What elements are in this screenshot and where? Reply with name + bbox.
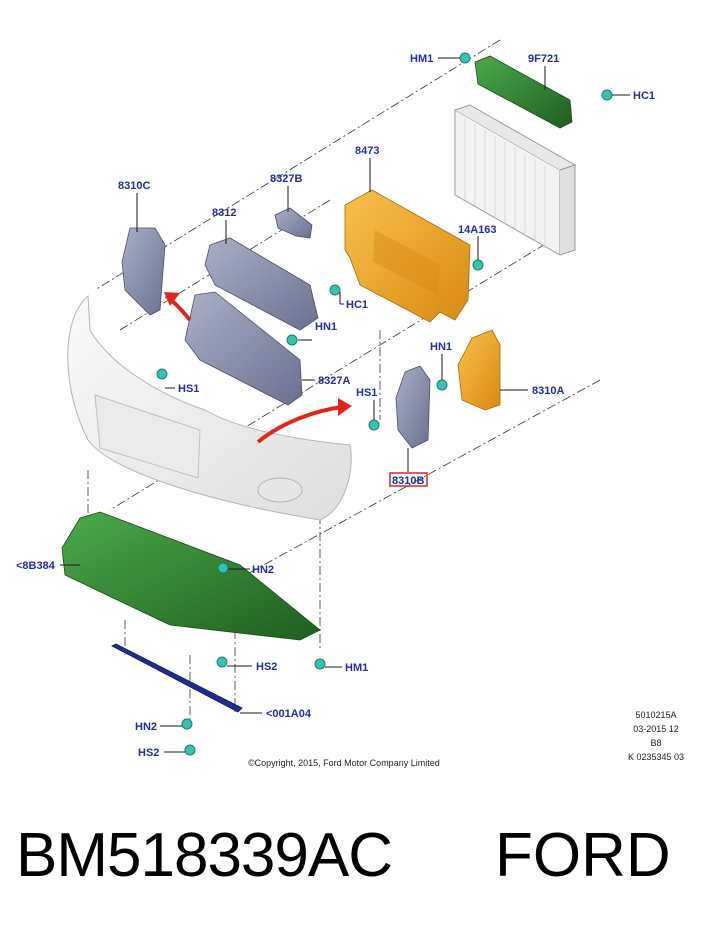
exploded-parts-diagram: HM1 9F721 HC1 8473 14A163 HC1 8310C 8327… [16,39,655,759]
label-hn2-lower: HN2 [135,721,157,733]
front-bumper-cover [67,294,352,521]
radiator-illustration [454,104,577,256]
label-hs1-left: HS1 [178,383,199,395]
label-8327a: 8327A [318,375,350,387]
label-hn1-right: HN1 [430,341,452,353]
fastener-hn1-right [436,379,448,391]
reference-code-2: B8 [650,738,662,748]
fastener-hc1-top [601,89,613,101]
copyright-notice: ©Copyright, 2015, Ford Motor Company Lim… [248,758,440,768]
label-hs1-right: HS1 [356,387,377,399]
reference-code-1: 5010215A [635,710,677,720]
reference-code-3: K 0235345 03 [627,752,685,762]
part-number-caption: BM518339AC [16,821,393,890]
label-8327b: 8327B [270,173,302,185]
part-8310a-deflector [457,329,501,411]
part-8327b-bracket [274,207,313,239]
fastener-hs2-upper [216,656,228,668]
label-8310b: 8310B [392,475,424,487]
label-hn2-upper: HN2 [252,564,274,576]
fastener-hm1-bottom [314,658,326,670]
callout-labels: HM1 9F721 HC1 8473 14A163 HC1 8310C 8327… [16,53,655,759]
leader-lines [60,57,630,753]
label-8310a: 8310A [532,385,564,397]
label-8310c: 8310C [118,180,150,192]
label-hn1-mid: HN1 [315,321,337,333]
highlight-box-8310b [389,472,428,487]
label-hc1-top: HC1 [633,90,655,102]
fastener-14a163 [472,259,484,271]
label-8473: 8473 [355,145,379,157]
label-14a163: 14A163 [458,224,497,236]
label-hs2-upper: HS2 [256,661,277,673]
part-8312-grille-frame [204,237,319,331]
part-8b384-undertray [61,511,321,641]
part-8310c-deflector [121,227,166,316]
fasteners [156,52,613,756]
label-hm1-top: HM1 [410,53,433,65]
direction-arrows [164,292,352,444]
label-9f721: 9F721 [528,53,559,65]
label-001a04: <001A04 [266,708,312,720]
label-hm1-bottom: HM1 [345,662,368,674]
brand-caption: FORD [495,821,671,890]
part-001a04-strip [111,643,243,713]
fastener-hs1-left [156,368,168,380]
part-8327a-duct [184,291,303,406]
part-9f721-bracket [474,55,573,129]
fastener-hn2-upper [217,562,229,574]
fastener-hc1-mid [329,284,341,296]
label-8312: 8312 [212,207,236,219]
fastener-hm1-top [459,52,471,64]
label-hc1-mid: HC1 [346,299,368,311]
reference-date: 03-2015 12 [633,724,679,734]
fastener-hs2-lower [184,744,196,756]
label-hs2-lower: HS2 [138,747,159,759]
label-8b384: <8B384 [16,560,56,572]
fastener-hs1-right [368,419,380,431]
fastener-hn1-mid [286,334,298,346]
part-8310b-deflector [395,365,431,449]
fastener-hn2-lower [181,718,193,730]
